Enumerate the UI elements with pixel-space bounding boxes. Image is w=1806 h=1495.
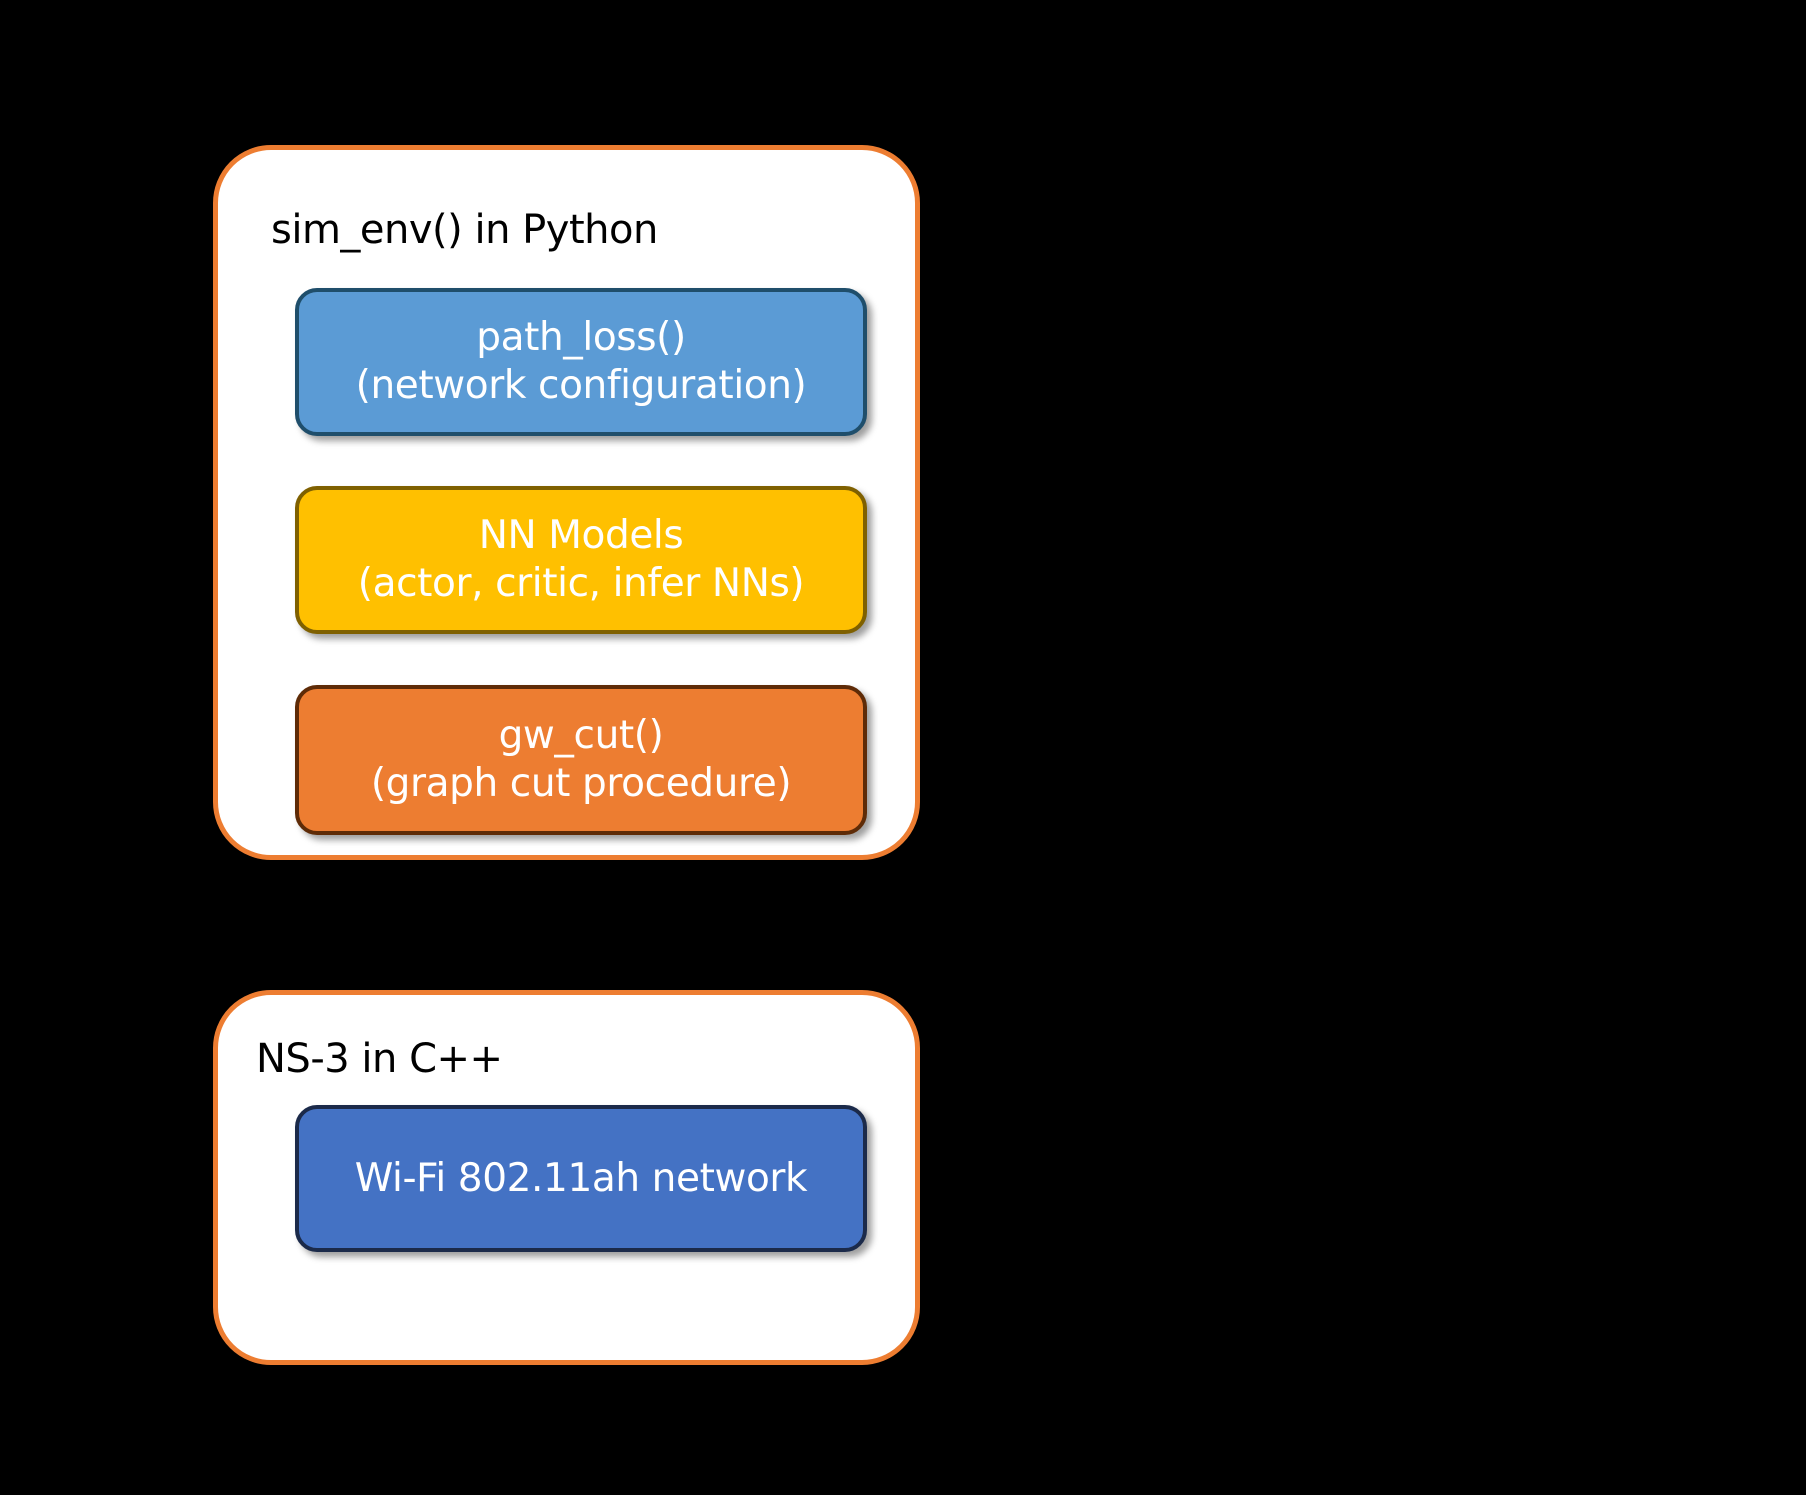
panel-ns3-title: NS-3 in C++ [256,1036,503,1082]
panel-ns3: NS-3 in C++ Wi-Fi 802.11ah network [213,990,920,1365]
block-wifi-network[interactable]: Wi-Fi 802.11ah network [295,1105,867,1252]
block-gw-cut-line1: gw_cut() [498,713,664,759]
block-nn-models[interactable]: NN Models (actor, critic, infer NNs) [295,486,867,634]
block-path-loss-line1: path_loss() [476,315,686,361]
block-path-loss-line2: (network configuration) [355,363,807,408]
panel-sim-env-title: sim_env() in Python [271,207,658,253]
block-nn-models-line1: NN Models [478,513,684,559]
block-nn-models-line2: (actor, critic, infer NNs) [357,561,805,606]
block-wifi-network-line1: Wi-Fi 802.11ah network [354,1155,808,1201]
panel-sim-env: sim_env() in Python path_loss() (network… [213,145,920,860]
block-gw-cut-line2: (graph cut procedure) [370,761,792,806]
block-gw-cut[interactable]: gw_cut() (graph cut procedure) [295,685,867,835]
block-path-loss[interactable]: path_loss() (network configuration) [295,288,867,436]
